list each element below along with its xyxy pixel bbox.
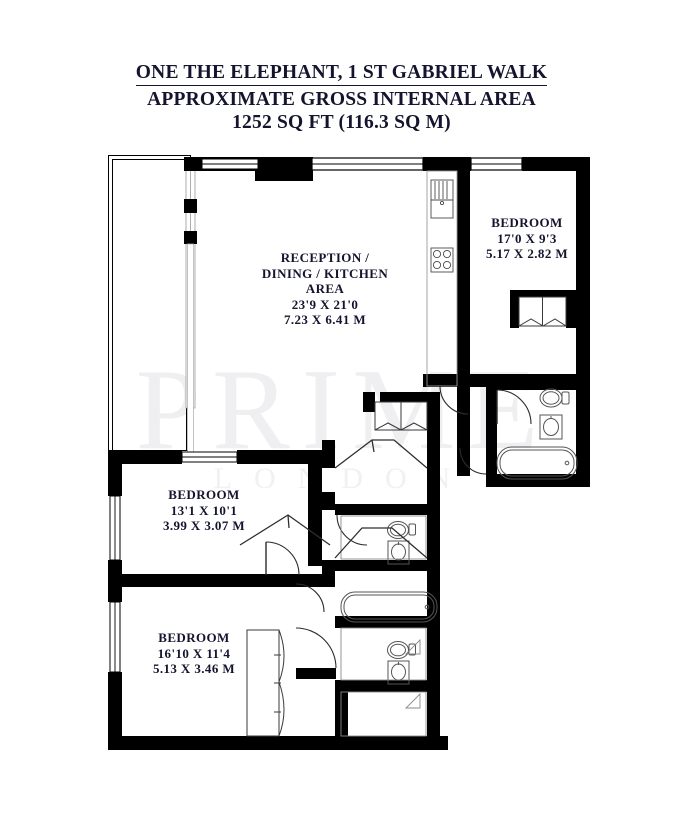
reception-dims-imperial: 23'9 X 21'0 xyxy=(291,296,359,312)
door-bathroom-mid xyxy=(336,514,368,546)
wardrobe-bedroom-3 xyxy=(246,629,285,737)
reception-name-2: DINING / KITCHEN xyxy=(261,265,389,281)
bedroom-3-dims-metric: 5.13 X 3.46 M xyxy=(152,661,236,676)
window-bedroom2-top xyxy=(181,451,238,463)
window-left-2 xyxy=(109,601,121,673)
room-label-reception: RECEPTION / DINING / KITCHEN AREA 23'9 X… xyxy=(235,250,415,328)
ensuite-fixtures xyxy=(496,388,578,480)
reception-name-3: AREA xyxy=(305,281,345,296)
storage-outlines xyxy=(340,515,427,737)
bathroom-mid-fixtures xyxy=(387,521,416,565)
kitchen-units xyxy=(426,170,458,387)
area-value: 1252 SQ FT (116.3 SQ M) xyxy=(232,112,451,133)
room-label-bedroom-1: BEDROOM 17'0 X 9'3 5.17 X 2.82 M xyxy=(468,215,586,262)
bedroom-1-dims-imperial: 17'0 X 9'3 xyxy=(497,230,557,246)
wc-icon-mid xyxy=(387,521,416,539)
hall-angled-wall-lower xyxy=(239,514,331,546)
door-entry xyxy=(439,385,469,415)
window-top-1 xyxy=(311,157,424,171)
title-block: ONE THE ELEPHANT, 1 ST GABRIEL WALK APPR… xyxy=(0,62,683,134)
bedroom-3-dims-imperial: 16'10 X 11'4 xyxy=(157,645,231,661)
room-label-bedroom-3: BEDROOM 16'10 X 11'4 5.13 X 3.46 M xyxy=(118,630,270,677)
window-left-1 xyxy=(109,495,121,561)
window-top-2 xyxy=(470,157,523,171)
reception-name-1: RECEPTION / xyxy=(280,250,370,265)
sink-icon xyxy=(430,179,454,219)
bedroom-1-dims-metric: 5.17 X 2.82 M xyxy=(485,246,569,261)
bedroom-2-dims-imperial: 13'1 X 10'1 xyxy=(170,502,238,518)
door-shower-room xyxy=(295,627,337,669)
structural-walls xyxy=(108,157,590,750)
bedroom-3-name: BEDROOM xyxy=(158,630,230,645)
wc-icon-ensuite xyxy=(539,388,570,408)
window-top-0 xyxy=(201,158,259,170)
wc-icon-lower xyxy=(387,641,416,659)
hall-angled-wall xyxy=(334,439,428,559)
bath-icon-ensuite xyxy=(496,446,578,480)
cupboards xyxy=(374,401,428,431)
bedroom-2-dims-metric: 3.99 X 3.07 M xyxy=(162,518,246,533)
wardrobe-bedroom-1 xyxy=(518,296,567,327)
page-title: ONE THE ELEPHANT, 1 ST GABRIEL WALK xyxy=(135,62,548,86)
bedroom-2-name: BEDROOM xyxy=(168,487,240,502)
bathroom-lower-fixtures xyxy=(340,591,438,685)
glazing-west-lower xyxy=(187,243,194,460)
reception-dims-metric: 7.23 X 6.41 M xyxy=(283,312,367,327)
door-ensuite xyxy=(496,389,532,425)
hob-icon xyxy=(430,247,454,273)
basin-icon-ensuite xyxy=(539,414,563,440)
bath-icon-lower xyxy=(340,591,438,623)
door-bedroom-2 xyxy=(265,541,300,576)
basin-icon-mid xyxy=(387,540,410,565)
balcony-outline xyxy=(108,155,191,451)
door-swings xyxy=(265,385,532,669)
room-label-bedroom-2: BEDROOM 13'1 X 10'1 3.99 X 3.07 M xyxy=(130,487,278,534)
bedroom-1-name: BEDROOM xyxy=(491,215,563,230)
door-hall xyxy=(295,583,325,613)
door-corridor-north xyxy=(459,447,487,475)
area-heading: APPROXIMATE GROSS INTERNAL AREA xyxy=(147,89,536,110)
